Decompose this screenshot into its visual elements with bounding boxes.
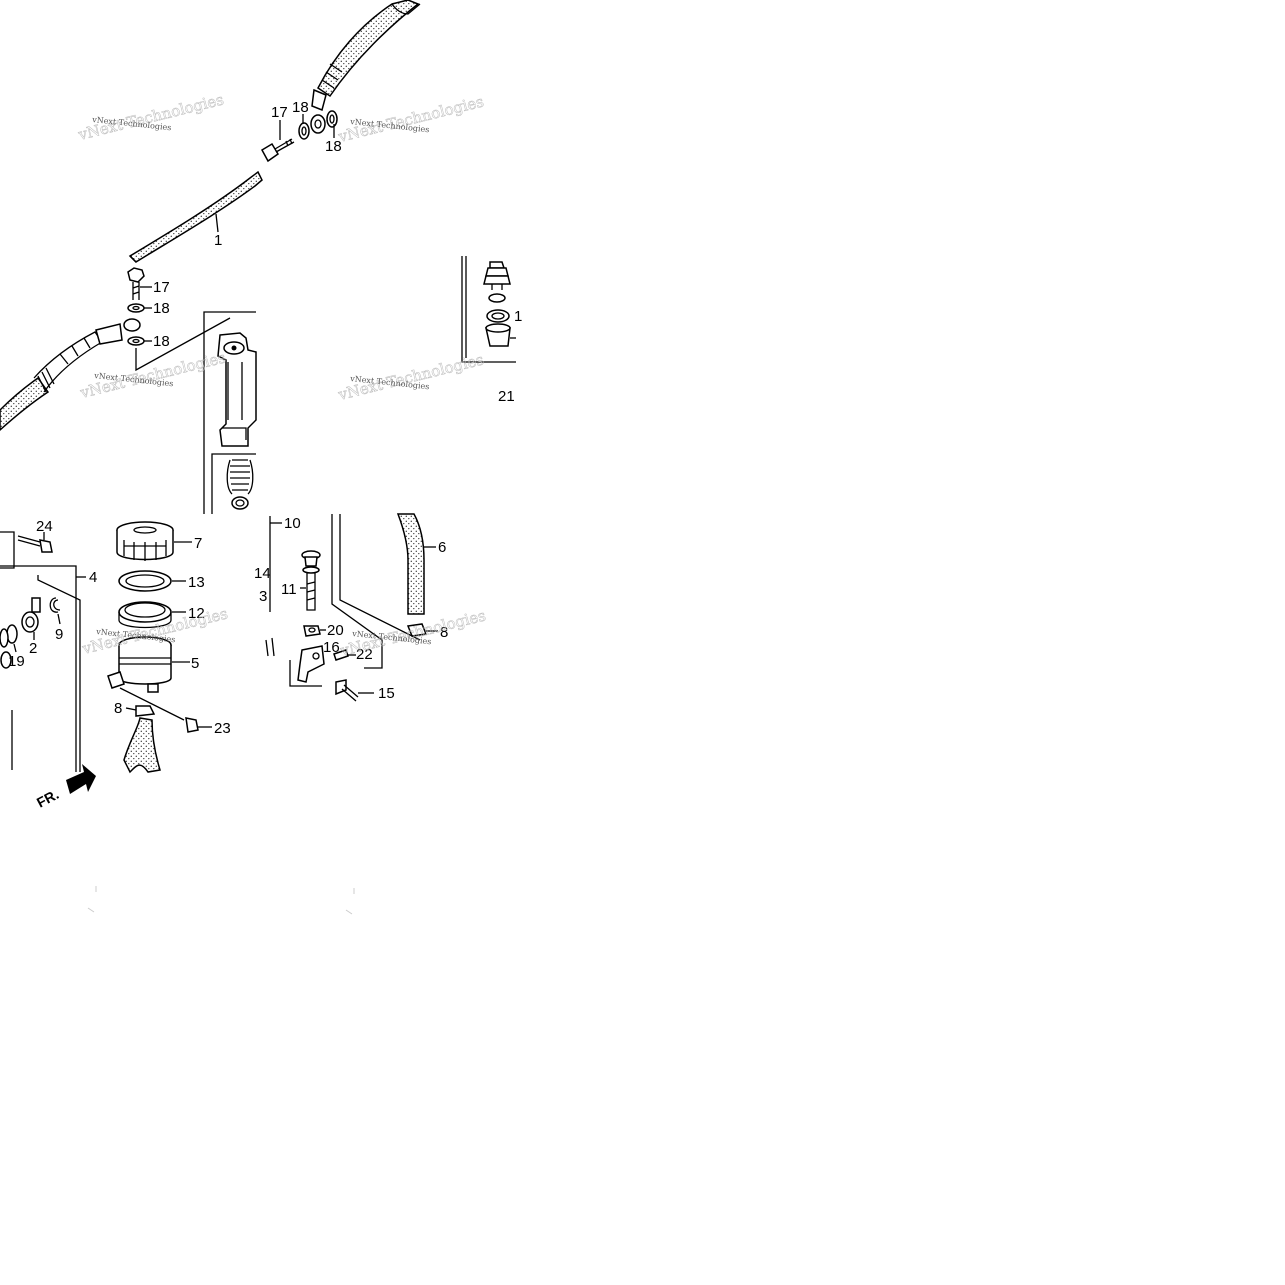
lock-nut: [303, 625, 321, 637]
washer-2b: [127, 336, 145, 346]
faint-marks: [87, 886, 355, 915]
callout-3: 3: [259, 588, 267, 605]
reservoir-cap: [116, 521, 174, 561]
callout-8b: 8: [114, 700, 122, 717]
hose-joint: [21, 597, 41, 633]
washer-top-2: [326, 110, 338, 128]
callout-5: 5: [191, 655, 199, 672]
callout-1b: 1: [514, 308, 522, 325]
callout-10: 10: [284, 515, 301, 532]
joint-pin: [335, 679, 359, 702]
washer-2a: [127, 303, 145, 313]
reservoir-hose-low: [123, 717, 161, 774]
callout-7: 7: [194, 535, 202, 552]
piston-washer: [488, 293, 506, 303]
clevis-pin: [333, 649, 349, 661]
clevis: [297, 645, 325, 683]
banjo-bolt-2: [127, 267, 145, 300]
callout-18d: 18: [153, 333, 170, 350]
piston-cup: [486, 309, 510, 323]
diaphragm: [118, 601, 172, 629]
piston-body: [485, 323, 516, 347]
bracket-line-left: [0, 531, 15, 569]
direction-arrow: FR.: [34, 764, 96, 811]
callout-1: 1: [214, 232, 222, 249]
mount-bolt: [17, 535, 53, 553]
bracket-line-16: [289, 660, 322, 687]
washer-top-1: [298, 122, 310, 140]
bracket-line-6: [339, 514, 421, 641]
callout-20: 20: [327, 622, 344, 639]
brake-hose-upper: [128, 170, 263, 263]
callout-labels: 17 18 18 1 17 18 18 21 24 7 10 6 4 13 14…: [8, 99, 522, 737]
brake-hose-top-right: [311, 0, 421, 112]
o-ring: [0, 624, 18, 669]
bracket-line-4: [0, 565, 77, 772]
callout-19: 19: [8, 653, 25, 670]
push-rod: [301, 550, 321, 611]
cap-plate: [118, 570, 172, 592]
hose-clip-upper: [406, 623, 428, 637]
piston-boot: [483, 261, 511, 290]
leader-lines: [13, 114, 438, 728]
callout-13: 13: [188, 574, 205, 591]
master-cylinder-group: [203, 311, 257, 514]
reservoir-bolt: [119, 687, 199, 733]
piston-kit-box: [461, 256, 516, 363]
callout-4: 4: [89, 569, 97, 586]
callout-11: 11: [281, 581, 297, 598]
callout-18c: 18: [153, 300, 170, 317]
callout-21: 21: [498, 388, 515, 405]
bracket-line-10: [331, 514, 383, 669]
callout-18b: 18: [325, 138, 342, 155]
callout-9: 9: [55, 626, 63, 643]
callout-12: 12: [188, 605, 205, 622]
master-cylinder-spring: [226, 459, 254, 510]
banjo-bolt-top: [260, 138, 295, 163]
callout-6: 6: [438, 539, 446, 556]
callout-17a: 17: [271, 104, 288, 121]
circlip: [49, 597, 61, 613]
reservoir-body: [107, 636, 172, 693]
callout-18a: 18: [292, 99, 309, 116]
callout-23: 23: [214, 720, 231, 737]
bracket-line-inner: [37, 575, 81, 772]
callout-24: 24: [36, 518, 53, 535]
banjo-fitting-top: [310, 114, 326, 134]
callout-16: 16: [323, 639, 340, 656]
leader-line-banjo: [135, 317, 231, 372]
callout-15: 15: [378, 685, 395, 702]
reservoir-hose: [396, 513, 425, 615]
callout-17b: 17: [153, 279, 170, 296]
callout-22: 22: [356, 646, 373, 663]
callout-8a: 8: [440, 624, 448, 641]
hose-clip-low: [135, 705, 156, 717]
cotter-pin: [265, 637, 275, 657]
callout-2: 2: [29, 640, 37, 657]
brake-hose-left: [0, 318, 141, 432]
callout-14: 14: [254, 565, 271, 582]
direction-label: FR.: [34, 786, 61, 811]
